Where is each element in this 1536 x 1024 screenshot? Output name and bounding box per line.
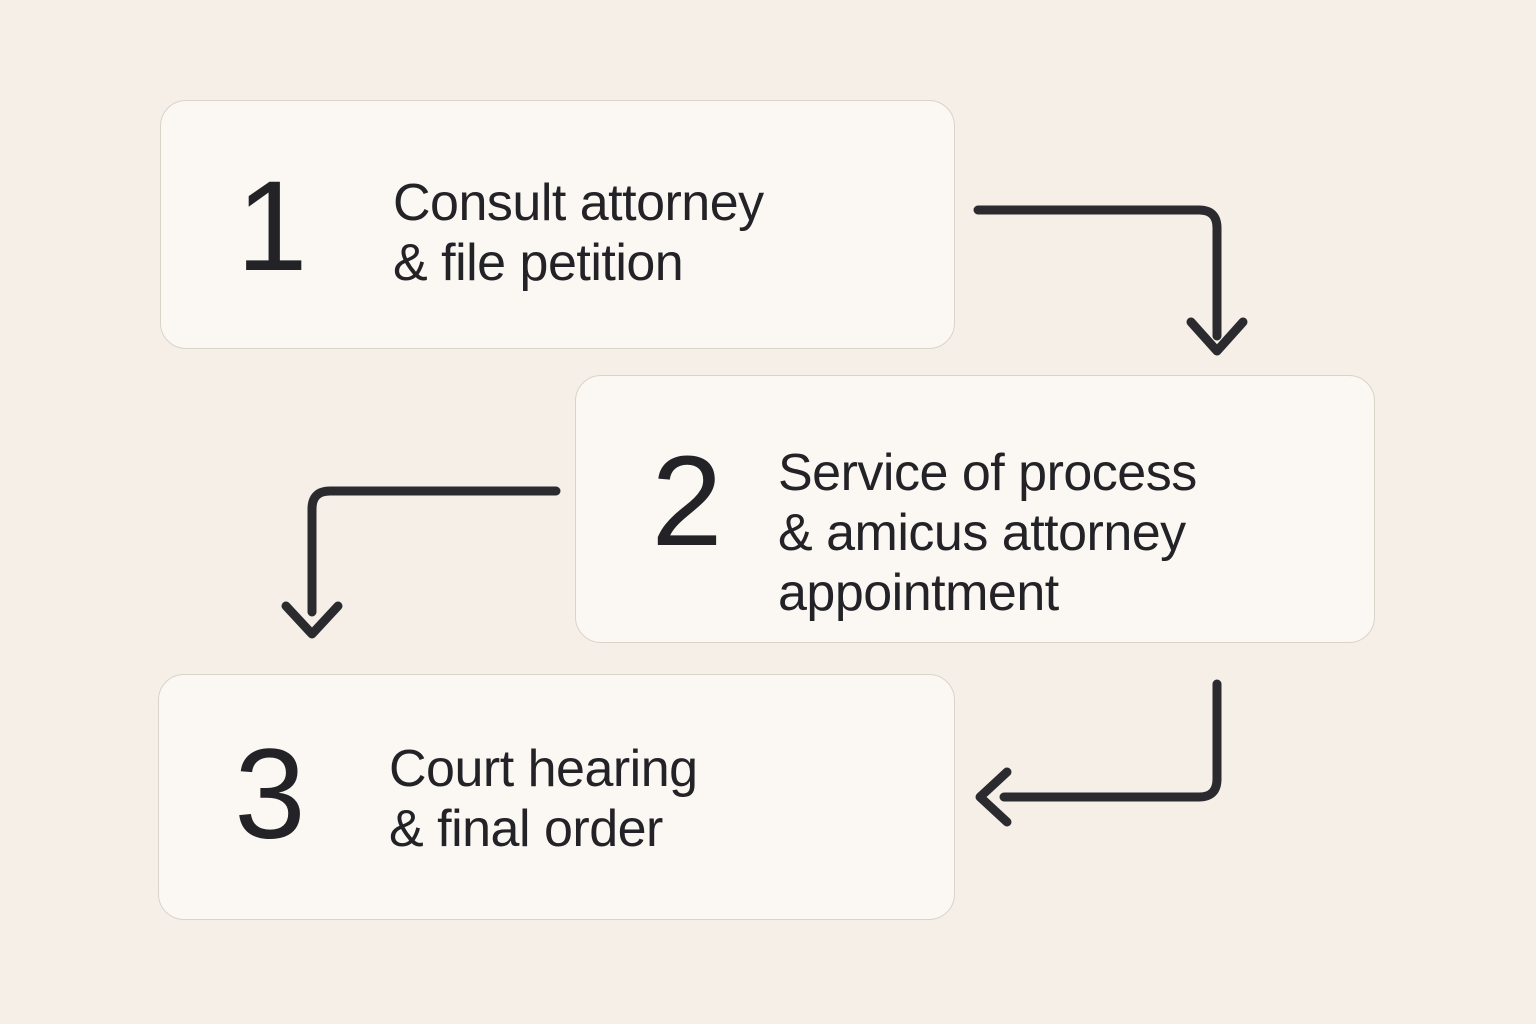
step-card-3: 3 Court hearing & final order [158,674,955,920]
step-card-1: 1 Consult attorney & file petition [160,100,955,349]
arrow-step2-bottom-to-step3-icon [975,679,1222,827]
arrow-step2-to-step3-icon [281,486,561,639]
arrow-step2-bottom-to-step3-head [975,767,1012,827]
step-label-2-line-1: Service of process [778,444,1197,502]
step-label-3: Court hearing & final order [389,739,698,859]
step-card-2: 2 Service of process & amicus attorney a… [575,375,1375,643]
arrow-step1-to-step2-icon [973,205,1248,356]
step-label-2-line-3: appointment [778,564,1059,622]
step-label-1-line-2: & file petition [393,234,684,292]
step-label-1: Consult attorney & file petition [393,173,764,293]
step-number-3: 3 [234,723,305,866]
step-label-2: Service of process & amicus attorney app… [778,443,1197,623]
step-number-2: 2 [651,430,722,573]
arrow-step1-to-step2-head [1186,317,1248,356]
arrow-step2-to-step3-head [281,601,343,639]
arrow-step2-bottom-to-step3-line [999,679,1222,802]
step-label-3-line-1: Court hearing [389,740,698,798]
arrow-step2-to-step3-line [307,486,561,617]
arrow-step1-to-step2-line [973,205,1222,341]
step-label-2-line-2: & amicus attorney [778,504,1186,562]
step-number-1: 1 [236,155,307,298]
step-label-3-line-2: & final order [389,800,663,858]
step-label-1-line-1: Consult attorney [393,174,764,232]
